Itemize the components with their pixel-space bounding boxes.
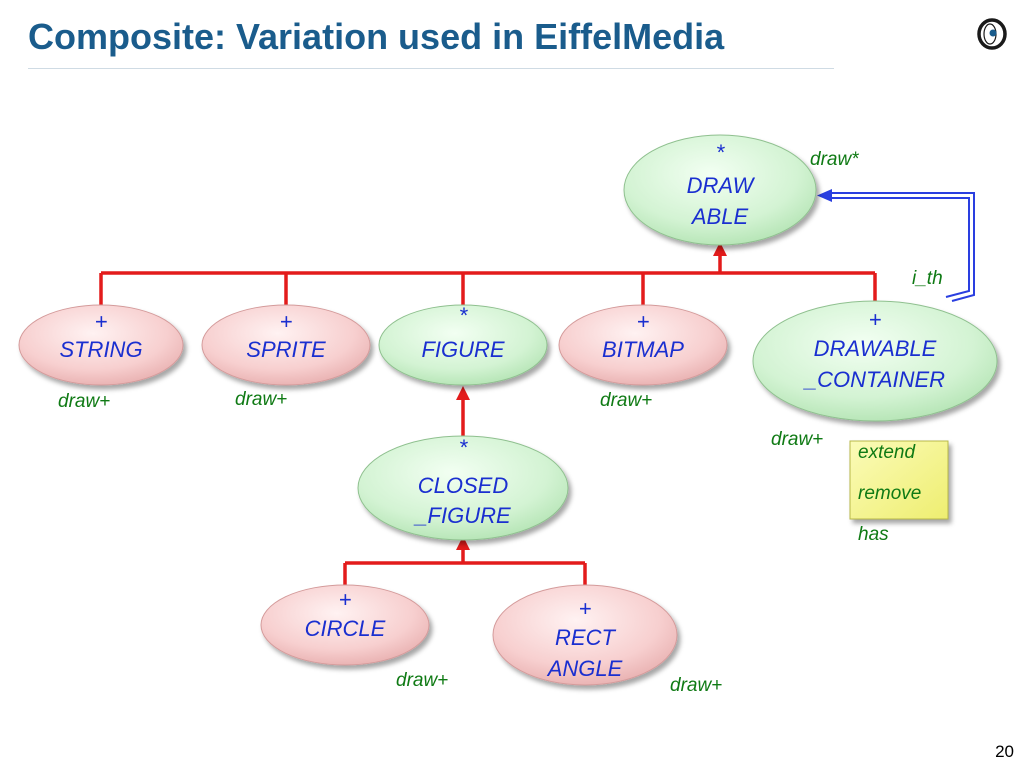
class-ellipse-sprite (201, 304, 371, 386)
class-label-drawable-container: _CONTAINER (803, 367, 945, 392)
class-node-string: + STRING (18, 304, 184, 386)
class-marker-circle: + (339, 587, 352, 612)
inheritance-arrowhead-figure (456, 386, 470, 400)
client-link-inner (826, 197, 970, 298)
class-label-figure: FIGURE (421, 337, 504, 362)
class-label-sprite: SPRITE (246, 337, 326, 362)
class-node-drawable: * DRAW ABLE (623, 134, 817, 246)
class-ellipse-circle (260, 584, 430, 666)
inheritance-arrowhead-closed-figure (456, 536, 470, 550)
class-node-closed-figure: * CLOSED _FIGURE (357, 435, 569, 541)
class-ellipse-drawable (623, 134, 817, 246)
class-node-sprite: + SPRITE (201, 304, 371, 386)
class-marker-string: + (95, 309, 108, 334)
class-marker-figure: * (459, 303, 469, 328)
title-divider (28, 68, 834, 69)
feature-note (849, 440, 949, 520)
class-label-rectangle: ANGLE (546, 656, 623, 681)
feature-label-rectangle: draw+ (670, 675, 722, 696)
class-ellipse-closed-figure (357, 435, 569, 541)
client-link-arrowhead (817, 189, 832, 202)
feature-label-circle: draw+ (396, 670, 448, 691)
page-number: 20 (995, 742, 1014, 761)
feature-label-drawable-container: draw+ (771, 429, 823, 450)
class-label-drawable: ABLE (690, 204, 749, 229)
client-link-outer (826, 192, 975, 302)
slide-title: Composite: Variation used in EiffelMedia (28, 16, 725, 57)
class-ellipse-bitmap (558, 304, 728, 386)
class-ellipse-rectangle (492, 584, 678, 686)
class-marker-drawable: * (716, 140, 726, 165)
class-label-drawable: DRAW (687, 173, 756, 198)
feature-label-bitmap: draw+ (600, 390, 652, 411)
class-ellipse-drawable-container (752, 300, 998, 422)
class-label-rectangle: RECT (555, 625, 616, 650)
class-label-drawable-container: DRAWABLE (814, 336, 937, 361)
class-marker-sprite: + (280, 309, 293, 334)
class-label-closed-figure: CLOSED (418, 473, 509, 498)
class-marker-drawable-container: + (869, 307, 882, 332)
note-item-extend: extend (858, 442, 916, 463)
class-marker-rectangle: + (579, 596, 592, 621)
inheritance-arrowhead-drawable (713, 242, 727, 256)
class-label-bitmap: BITMAP (602, 337, 684, 362)
class-ellipse-figure (378, 304, 548, 386)
class-label-closed-figure: _FIGURE (413, 503, 511, 528)
class-ellipse-string (18, 304, 184, 386)
class-label-circle: CIRCLE (305, 616, 386, 641)
class-marker-bitmap: + (637, 309, 650, 334)
feature-label-drawable: draw* (810, 149, 859, 170)
class-node-bitmap: + BITMAP (558, 304, 728, 386)
class-node-circle: + CIRCLE (260, 584, 430, 666)
class-node-rectangle: + RECT ANGLE (492, 584, 678, 686)
note-item-has: has (858, 524, 889, 545)
feature-label-sprite: draw+ (235, 389, 287, 410)
class-node-figure: * FIGURE (378, 303, 548, 386)
feature-label-string: draw+ (58, 391, 110, 412)
eiffel-logo-icon (977, 18, 1007, 50)
class-node-drawable-container: + DRAWABLE _CONTAINER (752, 300, 998, 422)
class-label-string: STRING (59, 337, 142, 362)
note-item-remove: remove (858, 483, 921, 504)
feature-label-client-link: i_th (912, 268, 943, 289)
class-marker-closed-figure: * (459, 435, 469, 460)
